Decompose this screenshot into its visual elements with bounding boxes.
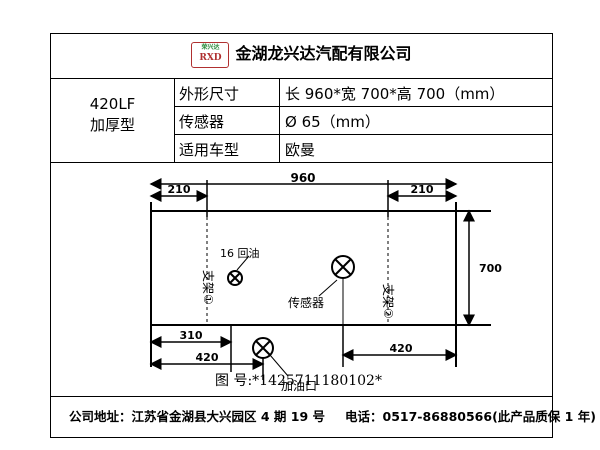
dim-bottom-left-inner-label: 310 — [180, 329, 203, 342]
fill-port-label: 加油口 — [281, 379, 317, 393]
support2-label: 支架② — [381, 284, 395, 319]
divider — [51, 162, 552, 163]
spec-value-sensor: Ø 65（mm） — [285, 113, 380, 131]
dim-height-label: 700 — [479, 262, 502, 275]
tank-drawing: 960 210 210 700 支架① 支架② 16 回油 — [149, 171, 502, 393]
sensor-label: 传感器 — [288, 295, 324, 310]
return-oil-label: 16 回油 — [220, 246, 260, 260]
drawing-number: 图 号:*1425711180102* — [215, 373, 382, 389]
divider — [174, 106, 552, 107]
spec-label-sensor: 传感器 — [179, 113, 225, 131]
dim-top-right-label: 210 — [411, 183, 434, 196]
spec-label-vehicle: 适用车型 — [179, 141, 240, 159]
divider — [174, 134, 552, 135]
dim-bottom-right-label: 420 — [390, 342, 413, 355]
company-logo: 荣兴达 RXD — [191, 41, 230, 68]
divider — [279, 78, 280, 162]
divider — [51, 396, 552, 397]
dim-total-label: 960 — [290, 171, 315, 185]
spec-sheet: 荣兴达 RXD 金湖龙兴达汽配有限公司 420LF 加厚型 外形尺寸 长 960… — [50, 33, 596, 438]
sensor-symbol — [331, 255, 355, 279]
leader-line — [318, 279, 338, 297]
support1-label: 支架① — [201, 270, 215, 305]
leader-line — [236, 255, 250, 271]
return-oil-port-symbol — [227, 270, 243, 286]
leader-line — [269, 354, 289, 377]
company-header: 荣兴达 RXD 金湖龙兴达汽配有限公司 — [51, 40, 552, 68]
model-variant: 加厚型 — [89, 116, 135, 134]
company-name: 金湖龙兴达汽配有限公司 — [235, 44, 412, 63]
fill-port-symbol — [252, 337, 274, 359]
divider — [174, 78, 175, 162]
spec-value-size: 长 960*宽 700*高 700（mm） — [285, 85, 505, 103]
model-cell: 420LF 加厚型 — [51, 94, 174, 136]
model-number: 420LF — [89, 95, 136, 113]
footer: 公司地址：江苏省金湖县大兴园区 4 期 19 号 电话：0517-86880566… — [51, 406, 596, 425]
dim-bottom-left-outer-label: 420 — [196, 351, 219, 364]
divider — [51, 78, 552, 79]
company-phone: 电话：0517-86880566(此产品质保 1 年) — [345, 409, 596, 424]
dim-top-left-label: 210 — [168, 183, 191, 196]
spec-label-size: 外形尺寸 — [179, 85, 240, 103]
company-address: 公司地址：江苏省金湖县大兴园区 4 期 19 号 — [69, 409, 326, 424]
spec-value-vehicle: 欧曼 — [285, 141, 316, 159]
